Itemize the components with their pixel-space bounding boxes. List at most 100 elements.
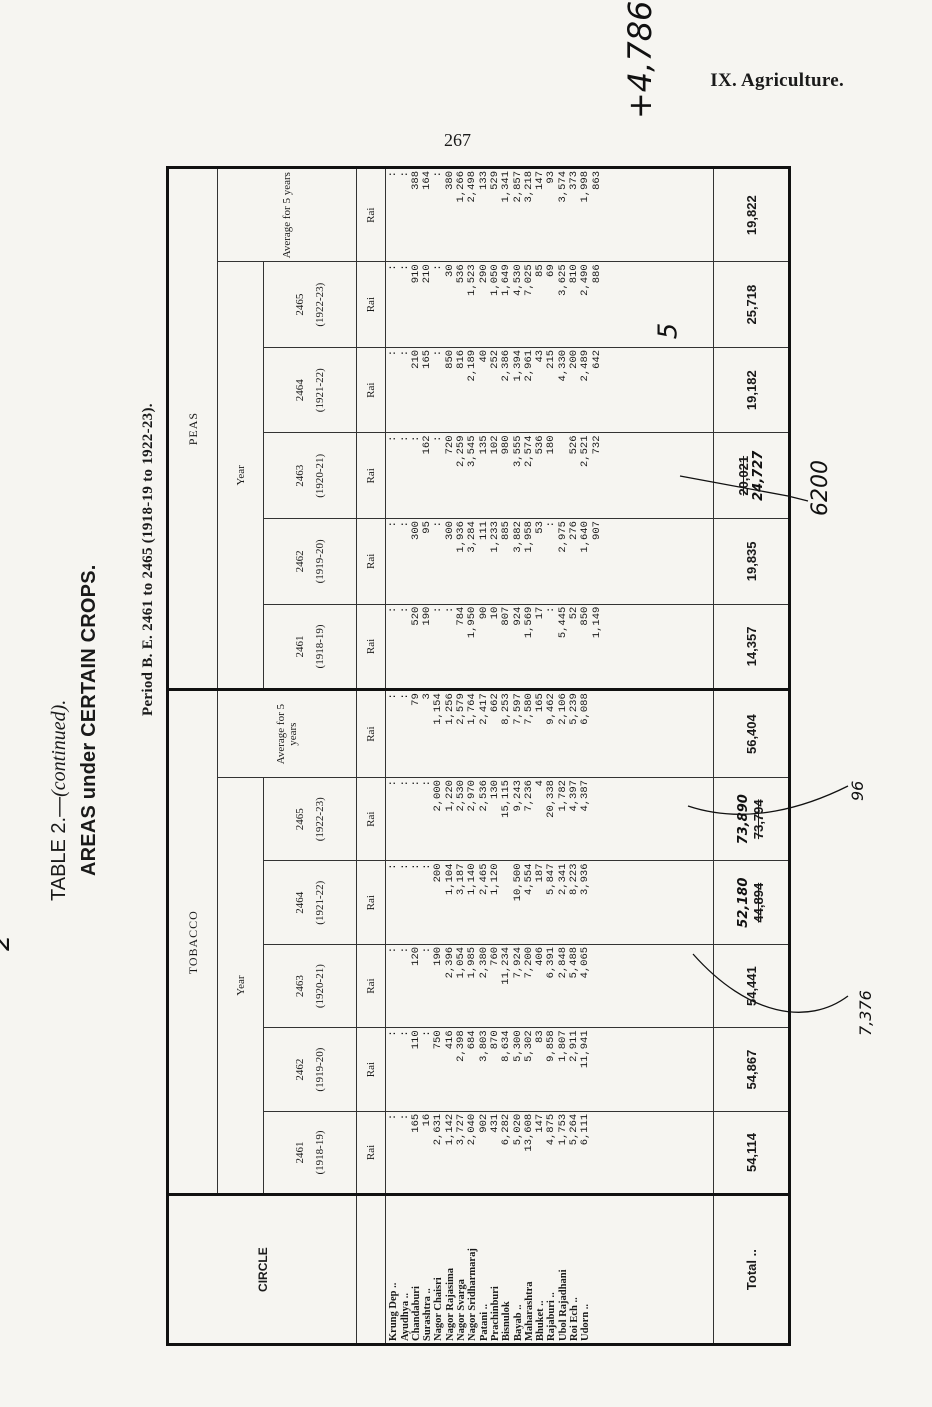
table-cell: 5,847 xyxy=(545,863,558,895)
table-cell: 9,858 xyxy=(545,1030,558,1062)
table-cell: 2,189 xyxy=(466,349,479,382)
tobacco-year-2465: 2465(1922-23) xyxy=(263,777,357,861)
table-cell: 15,115 xyxy=(500,780,513,818)
table-cell: 20,338 xyxy=(545,780,558,818)
peas-year-2462: 2462(1919-20) xyxy=(263,518,357,605)
tobacco-total-average: 56,404 xyxy=(713,689,790,778)
table-cell: 4,875 xyxy=(545,1113,558,1146)
table-caption: TABLE 2.—(continued). xyxy=(48,700,71,901)
table-cell: 3,284 xyxy=(466,521,479,553)
table-cell: 907 xyxy=(590,521,603,540)
table-cell: Rajaburi .. xyxy=(546,1292,558,1341)
section-title: IX. Agriculture. xyxy=(710,70,844,91)
peas-average-header: Average for 5 years xyxy=(217,167,357,262)
table-cell: 8,253 xyxy=(500,693,513,725)
table-cell: 165 xyxy=(421,349,434,369)
table-cell: 807 xyxy=(500,606,513,626)
table-cell: 110 xyxy=(409,1030,422,1050)
unit-label: Rai xyxy=(356,689,386,778)
table-cell: 1,950 xyxy=(466,606,479,639)
table-cell: Bisnulok xyxy=(501,1301,513,1341)
table-cell: 1,764 xyxy=(466,693,479,725)
table-cell: Udorn .. xyxy=(580,1303,592,1341)
table-cell: 79 xyxy=(409,693,422,706)
table-cell: : xyxy=(387,264,400,271)
handwritten-note-6200: 6200 xyxy=(808,460,833,516)
table-cell: 885 xyxy=(500,521,513,540)
table-cell: 69 xyxy=(545,264,558,277)
table-cell: 1,523 xyxy=(466,264,479,296)
table-cell: : xyxy=(387,521,400,528)
tobacco-total-2464: 52,180 44,894 xyxy=(713,860,790,945)
crop-area-table: CIRCLE TOBACCO PEAS Year Average for 5 y… xyxy=(166,166,791,1346)
table-subtitle: AREAS under CERTAIN CROPS. xyxy=(78,564,100,876)
tobacco-total-2464-handwritten: 52,180 xyxy=(736,877,752,928)
table-cell: 1,640 xyxy=(579,521,592,553)
table-cell: Roi Ech .. xyxy=(568,1297,580,1341)
unit-label: Rai xyxy=(356,944,386,1028)
table-cell: 11,941 xyxy=(579,1030,592,1069)
table-cell: 7,236 xyxy=(522,780,535,812)
table-cell: : xyxy=(387,863,400,870)
table-cell: 4,387 xyxy=(579,780,592,812)
circle-header: CIRCLE xyxy=(167,1194,357,1345)
peas-year-2461: 2461(1918-19) xyxy=(263,604,357,690)
unit-label: Rai xyxy=(356,1027,386,1112)
unit-label: Rai xyxy=(356,777,386,861)
table-cell: 215 xyxy=(545,349,558,369)
table-cell: : xyxy=(387,171,400,178)
table-cell: Bayab .. xyxy=(512,1304,524,1341)
table-cell: : xyxy=(387,1113,400,1121)
table-cell: 3,545 xyxy=(466,435,479,468)
table-cell: 2,970 xyxy=(466,780,479,812)
peas-total-2463-handwritten: 24,727 xyxy=(751,450,767,501)
table-cell: 162 xyxy=(421,435,434,455)
peas-year-2463: 2463(1920-21) xyxy=(263,433,357,519)
table-cell: 1,149 xyxy=(590,606,603,639)
tobacco-year-2463: 2463(1920-21) xyxy=(263,944,357,1028)
table-cell: 190 xyxy=(421,606,434,626)
table-cell: : xyxy=(398,435,411,442)
table-cell: 886 xyxy=(590,264,603,284)
table-cell: Ubol Rajadhani xyxy=(557,1269,569,1341)
table-cell: : xyxy=(387,606,400,613)
table-cell: 980 xyxy=(500,435,513,455)
tobacco-total-2461: 54,114 xyxy=(713,1111,790,1195)
table-cell: : xyxy=(409,863,422,870)
table-cell: 2,521 xyxy=(579,435,592,468)
tobacco-total-2463: 54,441 xyxy=(713,944,790,1028)
table-cell: 863 xyxy=(590,171,603,190)
table-cell: : xyxy=(545,606,558,613)
tobacco-year-2461: 2461(1918-19) xyxy=(263,1111,357,1195)
handwritten-note-7376: 7,376 xyxy=(856,990,875,1036)
tobacco-average-header: Average for 5 years xyxy=(217,689,357,778)
peas-total-2465: 25,718 xyxy=(713,261,790,348)
table-cell: 93 xyxy=(545,171,558,184)
tobacco-year-2464: 2464(1921-22) xyxy=(263,860,357,945)
tobacco-header: TOBACCO xyxy=(167,689,218,1195)
tobacco-total-2465-printed: 73,794 xyxy=(751,799,767,840)
unit-label: Rai xyxy=(356,604,386,690)
peas-year-2465: 2465(1922-23) xyxy=(263,261,357,348)
handwritten-annotation-top: +4,786 xyxy=(621,0,659,119)
table-cell: 6,282 xyxy=(500,1113,513,1146)
unit-label: Rai xyxy=(356,433,386,519)
handwritten-tobacco-2: 2 xyxy=(0,934,16,951)
table-cell: 8,634 xyxy=(500,1030,513,1062)
table-cell: 3,936 xyxy=(579,863,592,895)
table-cell: 11,234 xyxy=(500,946,513,985)
table-cell: 6,391 xyxy=(545,946,558,979)
table-cell: Chandaburi xyxy=(410,1286,422,1341)
table-cell: 2,490 xyxy=(579,264,592,296)
tobacco-year-2462: 2462(1919-20) xyxy=(263,1027,357,1112)
table-cell: 1,140 xyxy=(466,863,479,895)
